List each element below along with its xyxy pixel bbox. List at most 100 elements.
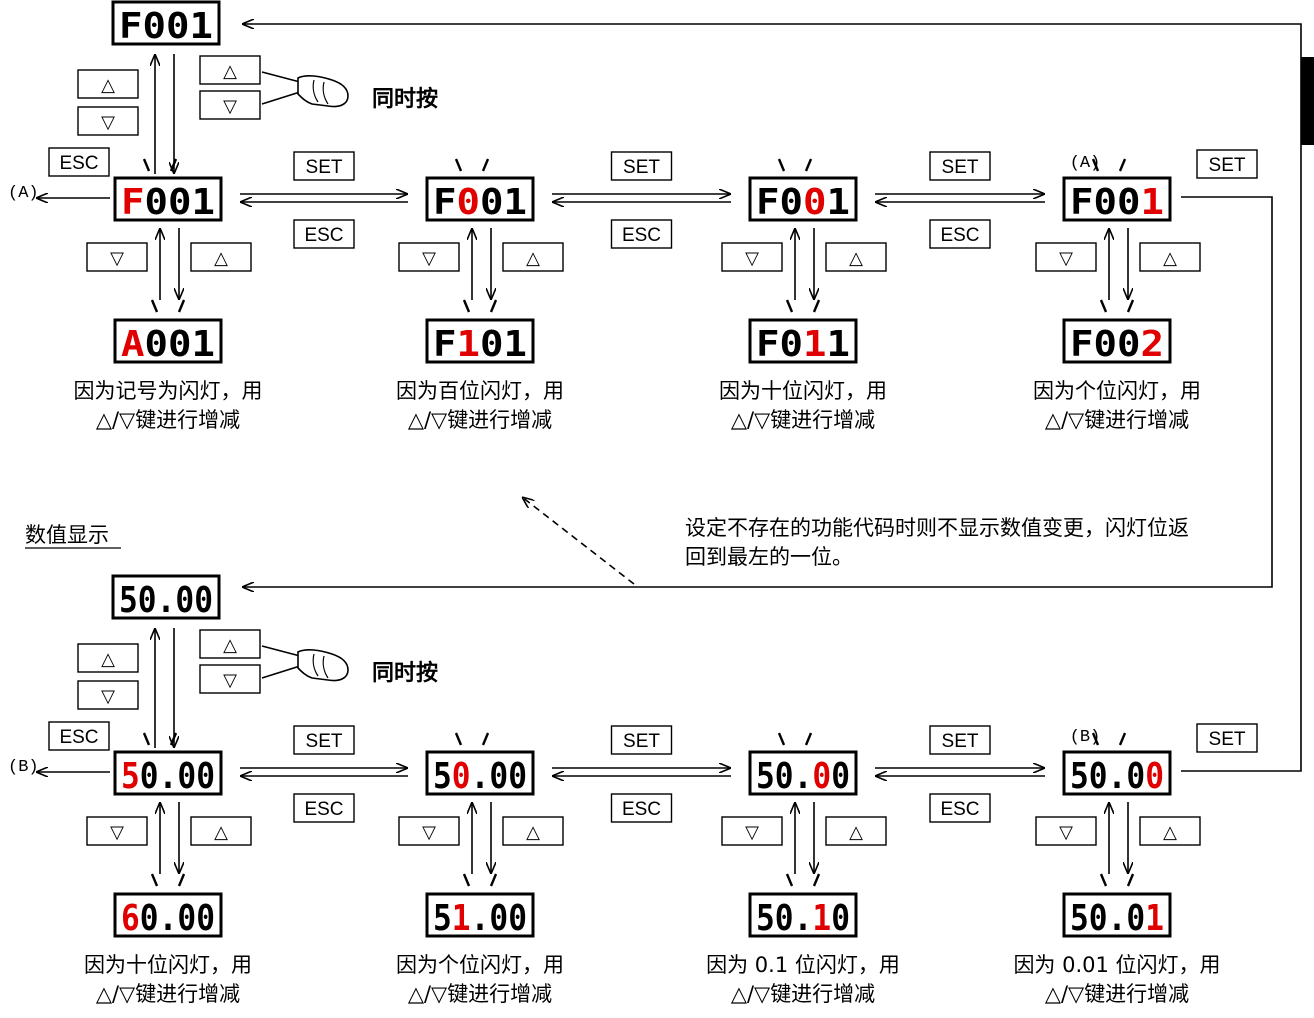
value-state-2-below-blink-mark-left	[787, 874, 792, 886]
code-state-3-below-blink-mark-right	[1128, 300, 1133, 312]
value-state-3-display-char: 0	[1145, 756, 1164, 797]
code-state-3-display-char: 0	[1117, 182, 1141, 223]
code-state-2-below-display-value: F011	[756, 324, 850, 365]
value-esc-key-2-label: ESC	[940, 799, 979, 820]
value-top-display-value: 50.00	[119, 580, 213, 621]
value-press-together: 同时按	[372, 660, 438, 686]
value-state-2-display-char: 5	[756, 756, 775, 797]
value-state-3-below-blink-mark-left	[1101, 874, 1106, 886]
page-edge-tab	[1301, 57, 1314, 145]
value-state-1-up-key-label: △	[526, 822, 540, 843]
return-line-code	[242, 24, 1301, 148]
value-state-0-display-char: 5	[121, 756, 140, 797]
value-state-3-below-display-value: 50.01	[1070, 898, 1164, 939]
value-state-0-display-char: 0	[140, 756, 159, 797]
code-state-2-below-blink-mark-right	[814, 300, 819, 312]
note-line-1: 设定不存在的功能代码时则不显示数值变更，闪灯位返	[685, 516, 1189, 540]
value-state-3-display-char: .	[1108, 756, 1127, 797]
section-label-value-display: 数值显示	[25, 523, 109, 547]
value-state-2-blink-mark-left	[779, 733, 784, 745]
code-state-1-below-display-value: F101	[433, 324, 527, 365]
code-state-3-down-key-label: ▽	[1059, 248, 1073, 269]
value-top-display-char: 5	[119, 580, 138, 621]
code-state-2-below-display-char: 1	[827, 324, 851, 365]
code-state-3-blink-mark-right	[1120, 159, 1125, 171]
code-state-2-display-value: F001	[756, 182, 850, 223]
value-state-1-blink-mark-right	[483, 733, 488, 745]
value-state-0-below-display-char: 0	[196, 898, 215, 939]
code-state-3-below-display-char: F	[1070, 324, 1094, 365]
code-state-1-below-display-char: F	[433, 324, 457, 365]
code-set-key-0-label: SET	[306, 157, 343, 178]
code-state-0-display-char: 0	[145, 182, 169, 223]
value-state-0-display-char: .	[159, 756, 178, 797]
value-esc-key-1-label: ESC	[622, 799, 661, 820]
code-state-0-caption-2: △/▽键进行增减	[96, 408, 240, 432]
code-state-3-display-value: F001	[1070, 182, 1164, 223]
value-state-2-blink-mark-right	[806, 733, 811, 745]
value-state-1-below-display-char: 0	[489, 898, 508, 939]
code-state-2-display-char: F	[756, 182, 780, 223]
value-state-0-display-char: 0	[196, 756, 215, 797]
value-state-2-caption-1: 因为 0.1 位闪灯，用	[706, 953, 900, 977]
code-state-1-below-display-char: 1	[457, 324, 481, 365]
code-state-0-below-display-char: 0	[168, 324, 192, 365]
code-set-key-1-label: SET	[623, 157, 660, 178]
code-state-0-down-key-label: ▽	[110, 248, 124, 269]
code-state-2-display-char: 0	[780, 182, 804, 223]
value-state-2-down-key-label: ▽	[745, 822, 759, 843]
value-state-1-caption-1: 因为个位闪灯，用	[396, 953, 564, 977]
code-state-1-display-char: F	[433, 182, 457, 223]
code-state-3-below-blink-mark-left	[1101, 300, 1106, 312]
value-state-1-below-display-char: 0	[508, 898, 527, 939]
code-state-2-below-display-char: F	[756, 324, 780, 365]
code-hand-icon-fingers	[262, 72, 300, 104]
code-state-3-display-char: 0	[1094, 182, 1118, 223]
code-state-1-display-char: 0	[457, 182, 481, 223]
code-state-0-below-display-value: A001	[121, 324, 215, 365]
code-state-3-display-char: 1	[1141, 182, 1165, 223]
note-line-2: 回到最左的一位。	[685, 545, 853, 569]
code-state-2-up-key-label: △	[849, 248, 863, 269]
code-top-display-char: 0	[166, 6, 190, 47]
value-state-1-below-display-char: 5	[433, 898, 452, 939]
code-state-1-below-blink-mark-right	[491, 300, 496, 312]
value-state-0-below-display-value: 60.00	[121, 898, 215, 939]
value-top-down-key-label: ▽	[101, 686, 115, 707]
code-hold-up-key-label: △	[223, 61, 237, 82]
code-esc-key-label: ESC	[59, 153, 98, 174]
value-state-3-caption-2: △/▽键进行增减	[1045, 982, 1189, 1006]
code-state-1-caption-1: 因为百位闪灯，用	[396, 379, 564, 403]
value-state-1-below-display-char: 1	[452, 898, 471, 939]
value-esc-key-label: ESC	[59, 727, 98, 748]
code-state-0-below-display-char: 1	[192, 324, 216, 365]
value-state-1-blink-mark-left	[456, 733, 461, 745]
value-state-3-down-key-label: ▽	[1059, 822, 1073, 843]
value-state-0-blink-mark-left	[144, 733, 149, 745]
value-state-3-below-display-char: 0	[1126, 898, 1145, 939]
code-state-3-below-display-char: 2	[1141, 324, 1165, 365]
code-state-1-blink-mark-left	[456, 159, 461, 171]
value-state-2-display-char: 0	[812, 756, 831, 797]
code-state-3-caption-1: 因为个位闪灯，用	[1033, 379, 1201, 403]
value-state-2-display-value: 50.00	[756, 756, 850, 797]
code-state-2-caption-2: △/▽键进行增减	[731, 408, 875, 432]
value-top-display-char: 0	[194, 580, 213, 621]
code-state-1-caption-2: △/▽键进行增减	[408, 408, 552, 432]
code-press-together: 同时按	[372, 86, 438, 112]
value-state-3-below-display-char: 1	[1145, 898, 1164, 939]
code-state-0-display-char: 1	[192, 182, 216, 223]
value-state-2-below-display-char: 0	[831, 898, 850, 939]
value-state-0-below-display-char: 6	[121, 898, 140, 939]
value-state-2-below-blink-mark-right	[814, 874, 819, 886]
code-state-3-caption-2: △/▽键进行增减	[1045, 408, 1189, 432]
code-state-0-display-char: 0	[168, 182, 192, 223]
value-state-1-display-char: 5	[433, 756, 452, 797]
value-hold-up-key-label: △	[223, 635, 237, 656]
value-state-1-display-char: 0	[508, 756, 527, 797]
value-state-2-below-display-char: .	[794, 898, 813, 939]
value-set-key-1-label: SET	[623, 731, 660, 752]
code-hand-icon	[262, 72, 348, 107]
code-hold-down-key-label: ▽	[223, 96, 237, 117]
